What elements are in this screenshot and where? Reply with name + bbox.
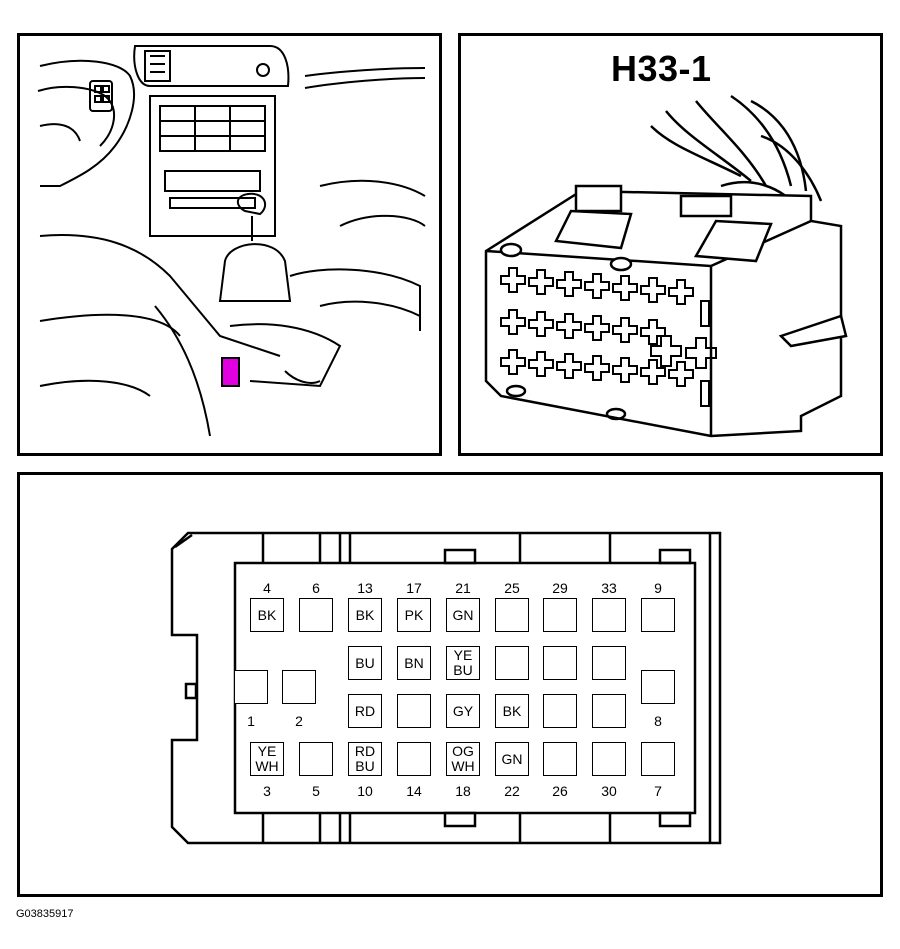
- vehicle-interior-drawing: [37, 45, 426, 437]
- pin-number-5: 5: [312, 783, 320, 799]
- connector-view-panel: H33-1: [458, 33, 883, 456]
- pin-number-1: 1: [247, 713, 255, 729]
- pin-1: [234, 670, 268, 704]
- pin-number-10: 10: [357, 783, 373, 799]
- pin-25: [495, 598, 529, 632]
- pin-r3c8: [592, 694, 626, 728]
- pin-8: [641, 670, 675, 704]
- pin-3: YE WH: [250, 742, 284, 776]
- pin-number-21: 21: [455, 580, 471, 596]
- location-marker: [221, 357, 240, 387]
- pin-r2c8: [592, 646, 626, 680]
- pin-14: [397, 742, 431, 776]
- pinout-panel: BK BK PK GN BU BN YE BU RD GY BK YE WH RD BU OG WH GN…: [17, 472, 883, 897]
- pin-2: [282, 670, 316, 704]
- pin-bn-pin: BN: [397, 646, 431, 680]
- connector-title: H33-1: [611, 48, 712, 89]
- pin-number-30: 30: [601, 783, 617, 799]
- pin-bu-pin: BU: [348, 646, 382, 680]
- pin-26: [543, 742, 577, 776]
- pin-rd-pin: RD: [348, 694, 382, 728]
- pin-13: BK: [348, 598, 382, 632]
- pin-21: GN: [446, 598, 480, 632]
- pin-5: [299, 742, 333, 776]
- pin-r2c6: [495, 646, 529, 680]
- pin-r3c7: [543, 694, 577, 728]
- pin-number-14: 14: [406, 783, 422, 799]
- pin-7: [641, 742, 675, 776]
- location-view-panel: [17, 33, 442, 456]
- pin-gy-pin: GY: [446, 694, 480, 728]
- connector-drawing: [484, 94, 848, 438]
- pin-r3c4: [397, 694, 431, 728]
- pin-30: [592, 742, 626, 776]
- pin-r2c7: [543, 646, 577, 680]
- pin-number-6: 6: [312, 580, 320, 596]
- pin-number-13: 13: [357, 580, 373, 596]
- pin-18: OG WH: [446, 742, 480, 776]
- pin-number-17: 17: [406, 580, 422, 596]
- pin-number-2: 2: [295, 713, 303, 729]
- pin-29: [543, 598, 577, 632]
- pin-bk-pin: BK: [495, 694, 529, 728]
- pin-number-22: 22: [504, 783, 520, 799]
- pin-number-3: 3: [263, 783, 271, 799]
- pinout-grid: BK BK PK GN BU BN YE BU RD GY BK YE WH RD BU OG WH GN…: [20, 475, 880, 894]
- pin-10: RD BU: [348, 742, 382, 776]
- figure-id: G03835917: [16, 908, 74, 920]
- pin-6: [299, 598, 333, 632]
- pin-33: [592, 598, 626, 632]
- pin-4: BK: [250, 598, 284, 632]
- pin-number-25: 25: [504, 580, 520, 596]
- pin-17: PK: [397, 598, 431, 632]
- pin-number-8: 8: [654, 713, 662, 729]
- pin-number-9: 9: [654, 580, 662, 596]
- connector-face-outline: [170, 531, 722, 845]
- pin-9: [641, 598, 675, 632]
- pin-number-26: 26: [552, 783, 568, 799]
- pin-number-29: 29: [552, 580, 568, 596]
- pin-number-4: 4: [263, 580, 271, 596]
- pin-yebu-pin: YE BU: [446, 646, 480, 680]
- pin-number-18: 18: [455, 783, 471, 799]
- pin-number-33: 33: [601, 580, 617, 596]
- pin-number-7: 7: [654, 783, 662, 799]
- pin-22: GN: [495, 742, 529, 776]
